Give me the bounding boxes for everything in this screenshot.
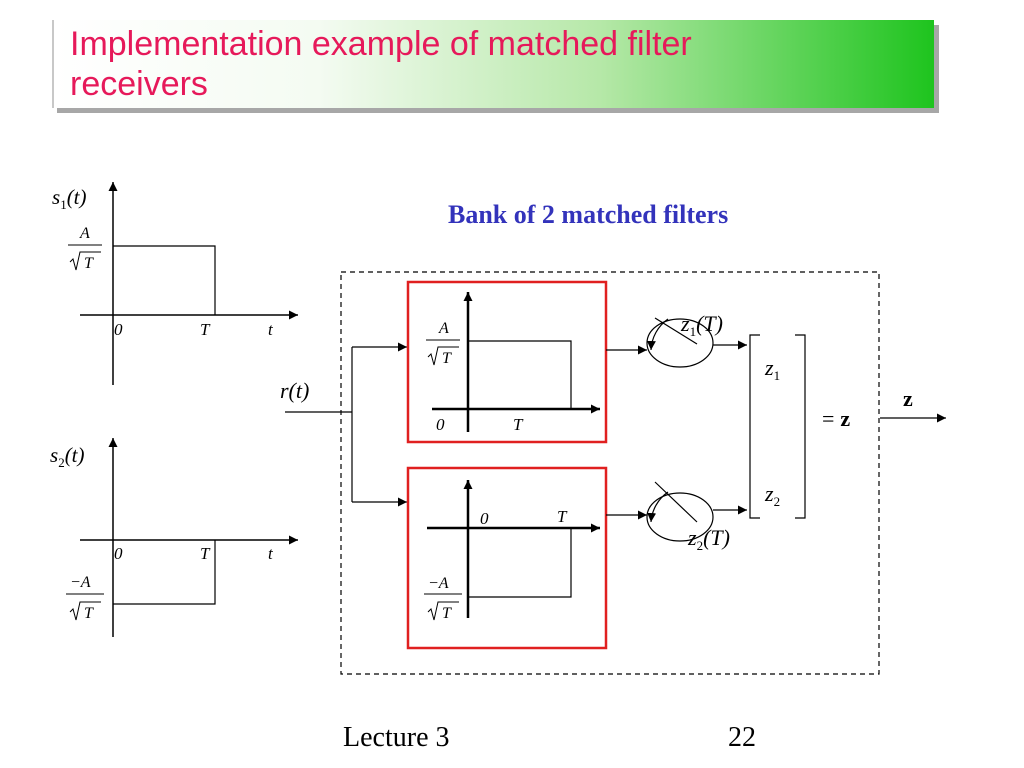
- sampler-2-ellipse: [646, 492, 714, 542]
- filter-2-T-label: T: [557, 507, 568, 526]
- vector-entry-1: z1: [764, 355, 780, 383]
- filter-2-impulse-response: [468, 528, 572, 598]
- output-vector: z1 z2 =z: [749, 334, 850, 519]
- s1-level-denominator: T: [84, 255, 94, 272]
- s2-level-numerator: −A: [70, 574, 91, 591]
- filter-1-level-numerator: A: [438, 320, 449, 337]
- filter-2-level-numerator: −A: [428, 575, 449, 592]
- sampler-1: z1(T): [646, 311, 747, 368]
- filter-1-border: [406, 280, 608, 444]
- s2-T-label: T: [200, 544, 211, 563]
- vector-right-bracket: [795, 334, 806, 519]
- sampler-2-switch-arc: [647, 491, 669, 523]
- s2-plot: s2(t) −A T 0 T t: [50, 438, 298, 637]
- s1-origin-label: 0: [114, 320, 123, 339]
- s1-pulse: [113, 245, 216, 315]
- sampler-1-switch-arc: [646, 318, 669, 351]
- vector-entry-2: z2: [764, 481, 780, 509]
- output-label: z: [903, 386, 913, 411]
- filter-1-sqrt-sign: [427, 346, 459, 366]
- s1-sqrt-sign: [69, 251, 101, 271]
- sampler-1-switch: [654, 317, 698, 345]
- s1-plot: s1(t) A T 0 T t: [52, 182, 298, 385]
- filter-2-origin-label: 0: [480, 509, 489, 528]
- filter-2-sqrt-sign: [427, 601, 459, 621]
- title-bar: Implementation example of matched filter…: [52, 20, 934, 108]
- slide-title: Implementation example of matched filter…: [70, 25, 692, 103]
- s1-level-numerator: A: [79, 225, 90, 242]
- filter-1-T-label: T: [513, 415, 524, 434]
- sampler-2-switch: [654, 481, 698, 523]
- s2-t-axis-label: t: [268, 544, 274, 563]
- s2-origin-label: 0: [114, 544, 123, 563]
- sampler-2-label: z2(T): [687, 525, 730, 553]
- s2-label: s2(t): [50, 443, 85, 470]
- filter-2-border: [406, 466, 608, 650]
- matched-filter-2: 0 T −A T: [406, 466, 608, 650]
- s1-t-axis-label: t: [268, 320, 274, 339]
- filter-1-impulse-response: [468, 340, 572, 409]
- s2-level-denominator: T: [84, 605, 94, 622]
- sampler-2: z2(T): [646, 481, 747, 553]
- filter-2-level-denominator: T: [442, 605, 452, 622]
- s1-T-label: T: [200, 320, 211, 339]
- filter-bank-caption: Bank of 2 matched filters: [448, 200, 729, 229]
- footer-page-number: 22: [728, 722, 756, 753]
- filter-1-level-denominator: T: [442, 350, 452, 367]
- receiver-dashed-boundary: [340, 271, 880, 675]
- s1-label: s1(t): [52, 185, 87, 212]
- vector-equals: =z: [822, 406, 850, 431]
- filter-1-origin-label: 0: [436, 415, 445, 434]
- matched-filter-1: A T 0 T: [406, 280, 608, 444]
- input-signal-label: r(t): [280, 378, 309, 403]
- footer-lecture: Lecture 3: [343, 722, 450, 753]
- sampler-1-label: z1(T): [680, 311, 723, 339]
- s2-sqrt-sign: [69, 601, 101, 621]
- s2-pulse: [113, 540, 216, 605]
- vector-left-bracket: [749, 334, 760, 519]
